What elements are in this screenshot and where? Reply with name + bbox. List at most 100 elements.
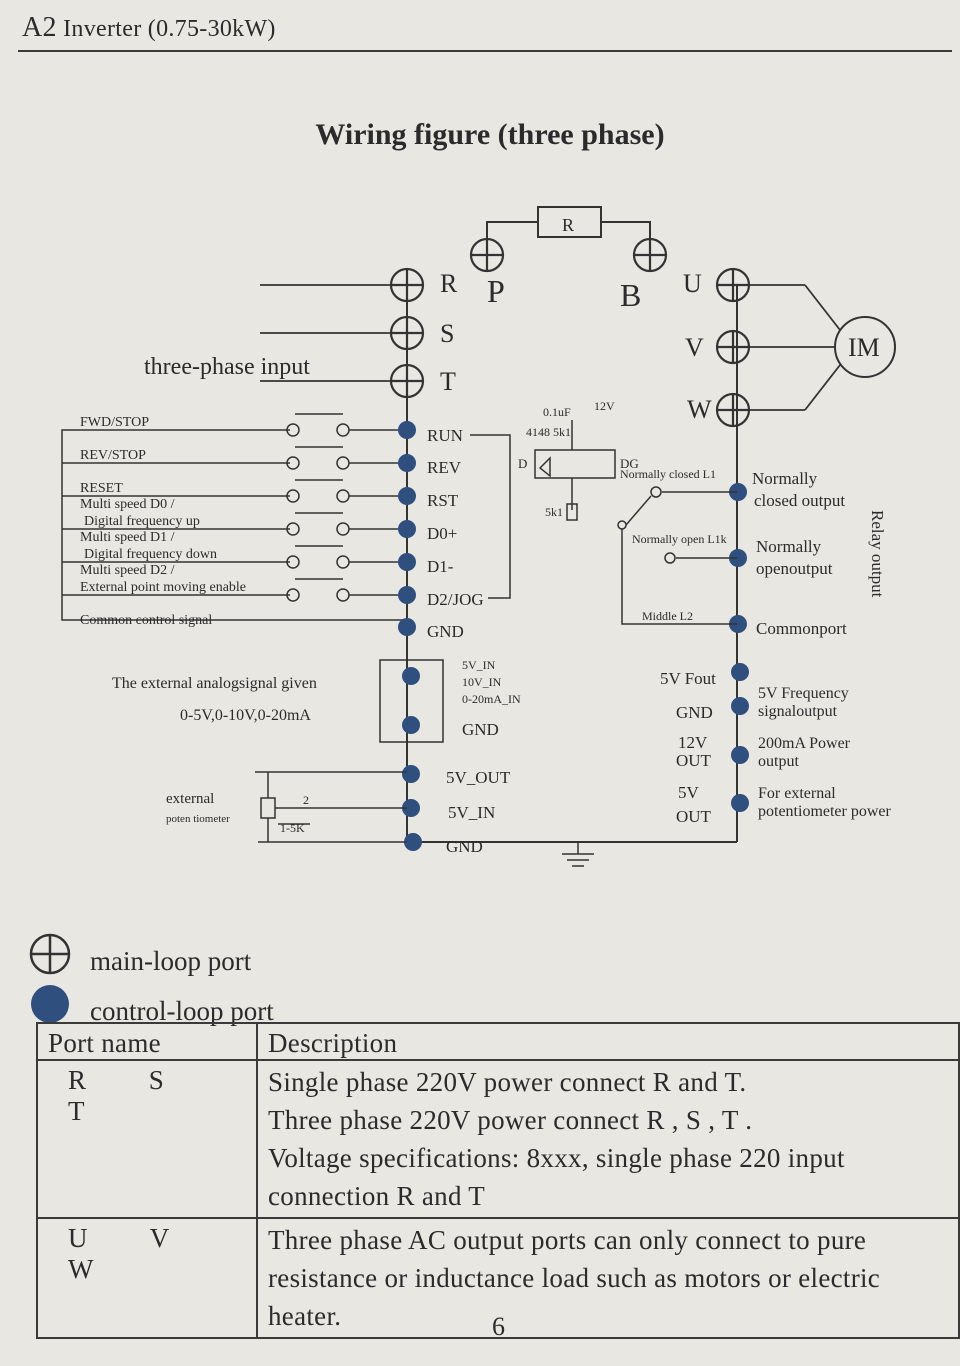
control-port-dot [402, 716, 420, 734]
pot-term-2: GND [446, 837, 483, 856]
switch-contact [336, 489, 350, 503]
sw-label-5: Multi speed D1 / [80, 530, 175, 545]
sw-label-9: Common control signal [80, 613, 212, 628]
legend-control: control-loop port [28, 982, 274, 1035]
control-port-dot [404, 833, 422, 851]
cap-label: 0.1uF [543, 405, 571, 419]
control-port-dot [729, 615, 747, 633]
switch-contact [286, 522, 300, 536]
opto-label: 4148 5k1 [526, 425, 571, 439]
legend-main-text: main-loop port [90, 946, 252, 976]
right-desc-3b: potentiometer power [758, 803, 892, 820]
opto-circuit [470, 420, 616, 599]
ctrl-d0: D0+ [427, 524, 457, 543]
r5k-label: 5k1 [545, 505, 563, 519]
label-w: W [687, 395, 712, 424]
label-v: V [685, 333, 704, 362]
potentiometer [255, 771, 407, 843]
relay-side-label: Relay output [868, 510, 887, 598]
page-header: A2 Inverter (0.75-30kW) [22, 12, 276, 44]
legend-control-text: control-loop port [90, 996, 274, 1026]
table-row: U V W Three phase AC output ports can on… [36, 1217, 960, 1339]
desc-line: Three phase 220V power connect R , S , T… [268, 1105, 753, 1135]
label-r: R [440, 269, 458, 298]
analog-desc: The external analogsignal given [112, 675, 317, 692]
table-row: R S T Single phase 220V power connect R … [36, 1059, 960, 1219]
port-cell: U V W [36, 1217, 258, 1339]
analog-in-1: 10V_IN [462, 675, 502, 689]
control-port-icon [31, 985, 69, 1023]
desc-line: resistance or inductance load such as mo… [268, 1263, 881, 1293]
relay-no-out-1: Normally [756, 537, 822, 556]
desc-line: Three phase AC output ports can only con… [268, 1225, 867, 1255]
relay-nc-out-1: Normally [752, 469, 818, 488]
right-desc-3a: For external [758, 785, 836, 802]
desc-line: connection R and T [268, 1181, 486, 1211]
relay-middle: Middle L2 [642, 609, 693, 623]
page-number: 6 [492, 1312, 505, 1341]
analog-in-0: 5V_IN [462, 658, 496, 672]
ground-icon [562, 842, 594, 867]
sw-label-2: RESET [80, 481, 123, 496]
pot-term-1: 5V_IN [448, 803, 495, 822]
sw-label-3: Multi speed D0 / [80, 497, 175, 512]
sw-label-1: REV/STOP [80, 448, 146, 463]
control-port-dot [398, 618, 416, 636]
d-label: D [518, 456, 527, 471]
header-description: Description [256, 1022, 960, 1061]
right-term-3b: OUT [676, 807, 712, 826]
analog-range: 0-5V,0-10V,0-20mA [180, 707, 311, 724]
port-v [715, 329, 751, 365]
legend-main: main-loop port [28, 932, 251, 985]
control-port-dot [731, 697, 749, 715]
resistor-label: R [562, 215, 574, 235]
label-u: U [683, 269, 702, 298]
control-port-dot [729, 549, 747, 567]
pot-pin: 2 [303, 793, 309, 807]
relay-no-out-2: openoutput [756, 559, 833, 578]
right-term-3a: 5V [678, 783, 700, 802]
desc-cell: Three phase AC output ports can only con… [256, 1217, 960, 1339]
ctrl-rev: REV [427, 458, 462, 477]
port-w [715, 392, 751, 428]
port-table: Port name Description R S T Single phase… [36, 1022, 960, 1339]
three-phase-input-label: three-phase input [144, 354, 310, 380]
control-port-dot [402, 667, 420, 685]
analog-box [379, 659, 444, 743]
analog-gnd: GND [462, 720, 499, 739]
control-port-dot [731, 794, 749, 812]
dg-label: DG [620, 456, 639, 471]
relay-nc-out-2: closed output [754, 491, 845, 510]
sw-label-0: FWD/STOP [80, 415, 149, 430]
port-u [715, 267, 751, 303]
main-port-icon [29, 933, 71, 975]
ctrl-rst: RST [427, 491, 459, 510]
brake-resistor: R [537, 206, 602, 238]
sw-label-6: Digital frequency down [84, 547, 217, 562]
port-b [632, 237, 668, 273]
control-port-dot [398, 586, 416, 604]
switch-contact [336, 555, 350, 569]
sw-label-8: External point moving enable [80, 580, 246, 595]
switch-contact [286, 555, 300, 569]
switch-contact [286, 588, 300, 602]
relay-common: Commonport [756, 619, 847, 638]
switches [286, 413, 398, 602]
header-port-name: Port name [36, 1022, 258, 1061]
control-ports [398, 421, 749, 851]
control-port-dot [402, 765, 420, 783]
table-header-row: Port name Description [36, 1022, 960, 1061]
switch-bank [61, 429, 407, 621]
header-divider [18, 50, 952, 52]
control-port-dot [731, 746, 749, 764]
relay-nc-contact: Normally closed L1 [620, 467, 716, 481]
v12-label: 12V [594, 399, 615, 413]
pot-label-1: external [166, 791, 214, 807]
label-p: P [487, 273, 505, 309]
motor-label: IM [848, 333, 880, 362]
control-port-dot [402, 799, 420, 817]
input-lines [260, 284, 391, 382]
right-term-2a: 12V [678, 733, 708, 752]
relay-no-contact: Normally open L1k [632, 532, 727, 546]
ctrl-d2: D2/JOG [427, 590, 484, 609]
